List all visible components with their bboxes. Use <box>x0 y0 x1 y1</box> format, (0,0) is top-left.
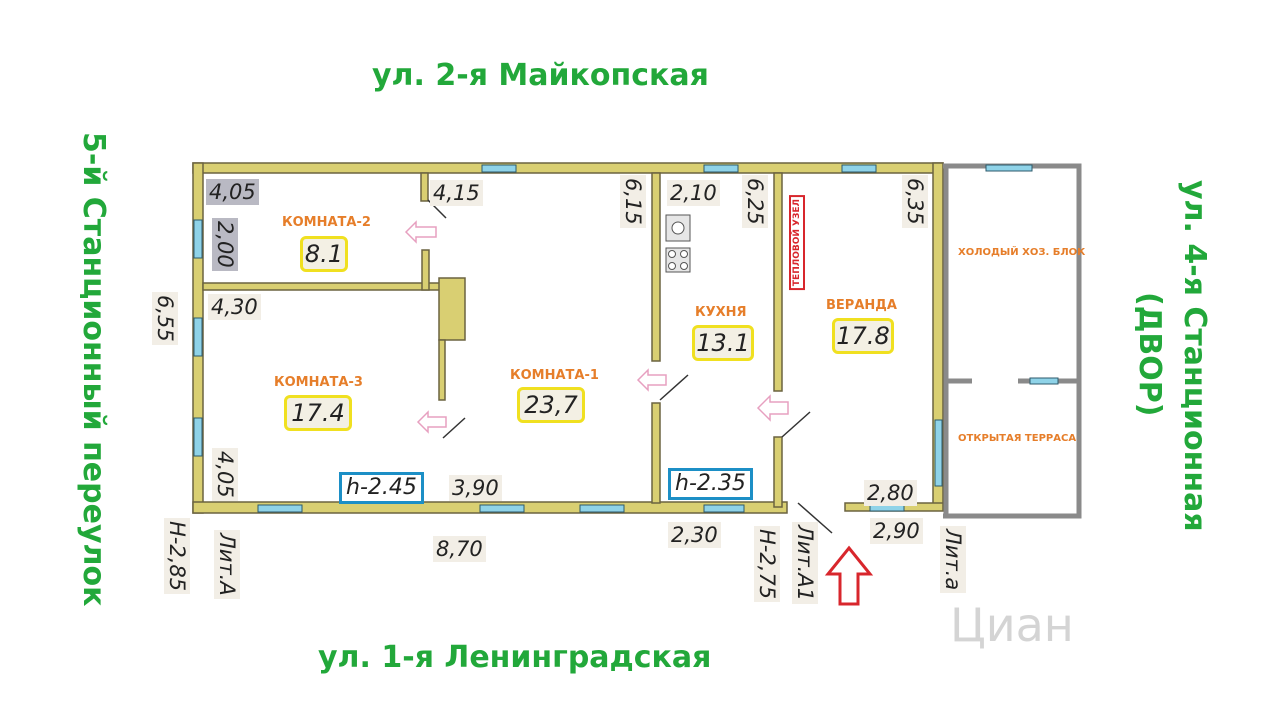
kitchen-name: КУХНЯ <box>695 305 747 320</box>
label-lit-a1: Лит.А1 <box>792 522 818 605</box>
room1-area: 23,7 <box>517 387 585 423</box>
dim-230: 2,30 <box>668 522 721 548</box>
wall-door-room2 <box>420 172 429 202</box>
dim-635: 6,35 <box>902 175 928 228</box>
heat-node-label: ТЕПЛОВОЙ УЗЕЛ <box>789 195 805 291</box>
label-h-a1: Н-2,75 <box>754 526 780 603</box>
dim-655: 6,55 <box>152 292 178 345</box>
street-bottom: ул. 1-я Ленинградская <box>318 640 712 675</box>
room3-name: КОМНАТА-3 <box>274 375 363 390</box>
dim-405-top: 4,05 <box>206 179 259 205</box>
dim-280: 2,80 <box>864 480 917 506</box>
room1-name: КОМНАТА-1 <box>510 368 599 383</box>
room2-name: КОМНАТА-2 <box>282 215 371 230</box>
wall-top <box>192 162 944 174</box>
dim-870: 8,70 <box>433 536 486 562</box>
dim-405-bottom: 4,05 <box>212 448 238 501</box>
outbuilding-outline <box>943 163 1082 519</box>
veranda-area: 17.8 <box>832 318 894 354</box>
kitchen-area: 13.1 <box>692 325 754 361</box>
dim-290: 2,90 <box>870 518 923 544</box>
veranda-name: ВЕРАНДА <box>826 298 897 313</box>
stove <box>438 277 466 341</box>
dim-415: 4,15 <box>430 180 483 206</box>
wall-kitchen-veranda-lower <box>773 436 783 508</box>
dim-390: 3,90 <box>449 475 502 501</box>
wall-room1-kitchen-upper <box>651 172 661 362</box>
street-top: ул. 2-я Майкопская <box>372 58 709 93</box>
height-main: h-2.45 <box>339 472 424 504</box>
dim-200: 2,00 <box>212 218 238 271</box>
room2-area: 8.1 <box>300 236 348 272</box>
label-lit-a: Лит.А <box>214 530 240 599</box>
wall-room2-stub <box>421 249 430 291</box>
wall-room1-kitchen-lower <box>651 402 661 504</box>
label-h-a: Н-2,85 <box>164 518 190 595</box>
wall-room1-room3 <box>438 339 446 401</box>
dim-615: 6,15 <box>620 175 646 228</box>
room3-area: 17.4 <box>284 395 352 431</box>
open-terrace-label: ОТКРЫТАЯ ТЕРРАСА <box>958 433 1077 444</box>
watermark: Циан <box>950 598 1074 652</box>
entrance-arrow <box>824 545 874 606</box>
dim-430: 4,30 <box>208 294 261 320</box>
height-kitchen: h-2.35 <box>668 468 753 500</box>
label-lit-small-a: Лит.а <box>940 526 966 594</box>
dim-625: 6,25 <box>742 175 768 228</box>
dim-210: 2,10 <box>667 180 720 206</box>
cold-block-label: ХОЛОДЫЙ ХОЗ. БЛОК <box>958 247 1086 258</box>
wall-kitchen-veranda-upper <box>773 172 783 392</box>
